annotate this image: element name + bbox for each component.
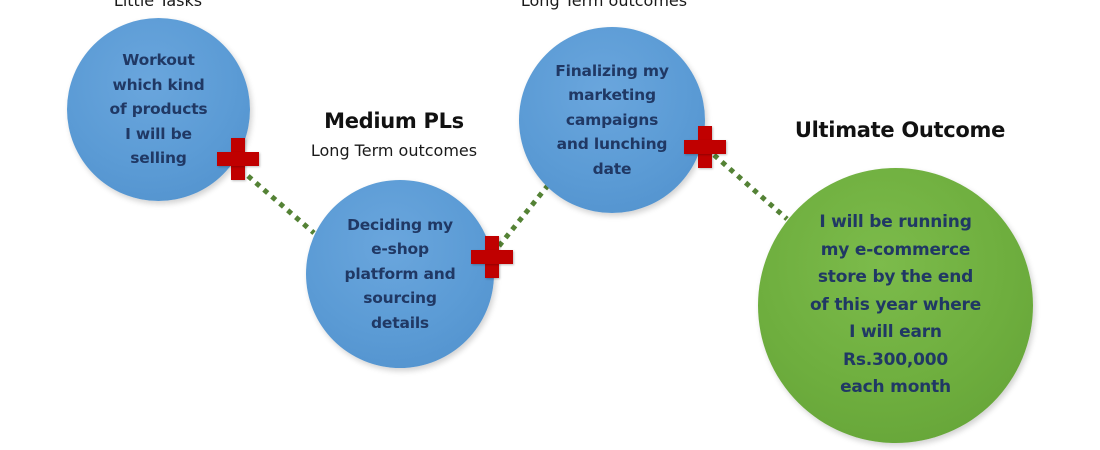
plus-icon <box>471 236 513 278</box>
long-term-outcomes-top-label: Long Term outcomes <box>520 0 688 10</box>
plus-icon <box>684 126 726 168</box>
step-3-text: Finalizing my marketing campaigns and lu… <box>555 61 669 178</box>
step-2-text: Deciding my e-shop platform and sourcing… <box>344 215 456 332</box>
little-tasks-label: Little Tasks <box>113 0 203 10</box>
medium-pls-subheading: Long Term outcomes <box>310 141 478 160</box>
ultimate-outcome-heading: Ultimate Outcome <box>794 118 1006 142</box>
step-2-circle: Deciding my e-shop platform and sourcing… <box>306 180 494 368</box>
ultimate-goal-text: I will be running my e-commerce store by… <box>809 212 982 398</box>
medium-pls-heading: Medium PLs <box>324 109 464 133</box>
ultimate-goal-circle: I will be running my e-commerce store by… <box>758 168 1033 443</box>
step-1-text: Workout which kind of products I will be… <box>109 51 208 168</box>
connector-step2-step3 <box>497 182 551 248</box>
plus-icon <box>217 138 259 180</box>
connector-step1-step2 <box>246 174 316 235</box>
step-1-circle: Workout which kind of products I will be… <box>67 18 250 201</box>
step-3-circle: Finalizing my marketing campaigns and lu… <box>519 27 705 213</box>
